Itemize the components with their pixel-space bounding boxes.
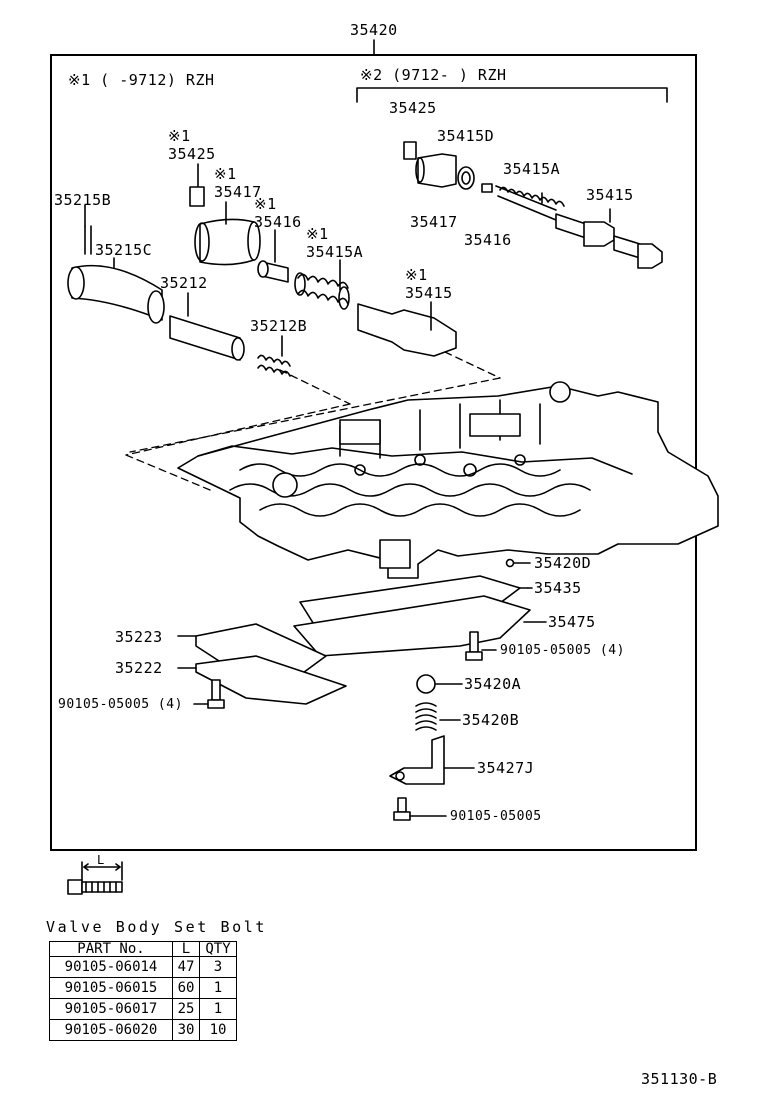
bolt-table-title: Valve Body Set Bolt <box>46 918 267 936</box>
assembly-number: 35420 <box>350 21 398 39</box>
diagram-frame <box>50 54 697 851</box>
bolt-right <box>465 631 497 661</box>
part-35417-l <box>199 218 255 266</box>
valve-body-35420 <box>177 381 719 579</box>
label-35435: 35435 <box>534 579 582 597</box>
mark-1-d: ※1 <box>306 225 329 243</box>
part-35425-r <box>403 141 417 160</box>
cell-length: 25 <box>172 998 200 1020</box>
label-35212: 35212 <box>160 274 208 292</box>
label-35215c: 35215C <box>95 241 153 259</box>
cell-qty: 1 <box>199 998 237 1020</box>
cell-qty: 1 <box>199 977 237 999</box>
table-row: 90105-06017 25 1 <box>49 998 237 1020</box>
part-35427j-bracket <box>389 735 445 785</box>
label-35427j: 35427J <box>477 759 535 777</box>
part-35415-r <box>583 221 615 247</box>
label-35420b: 35420B <box>462 711 520 729</box>
label-35222: 35222 <box>115 659 163 677</box>
header-length: L <box>172 941 200 957</box>
right-valve-group <box>403 141 663 269</box>
group2-bracket <box>356 87 668 103</box>
label-35415-r: 35415 <box>586 186 634 204</box>
part-35415a-l <box>297 273 349 289</box>
part-35212 <box>169 315 241 361</box>
label-35415a-r: 35415A <box>503 160 561 178</box>
cell-part-no: 90105-06014 <box>49 956 173 978</box>
table-row: 90105-06014 47 3 <box>49 956 237 978</box>
label-35417-l: 35417 <box>214 183 262 201</box>
part-35415a-spring <box>495 185 557 221</box>
part-35415d-r <box>457 166 475 190</box>
label-35420a: 35420A <box>464 675 522 693</box>
cell-length: 30 <box>172 1019 200 1041</box>
part-35417-r <box>417 153 457 188</box>
table-row: 90105-06015 60 1 <box>49 977 237 999</box>
label-bolt-bottom: 90105-05005 <box>450 809 542 824</box>
part-35420b-spring <box>415 702 437 731</box>
part-35420d <box>505 558 515 568</box>
alignment-guides <box>125 351 501 491</box>
mark-1-b: ※1 <box>214 165 237 183</box>
table-row: 90105-06020 30 10 <box>49 1019 237 1041</box>
bolt-gauge-drawing <box>67 861 123 895</box>
label-35215b: 35215B <box>54 191 112 209</box>
header-part-no: PART No. <box>49 941 173 957</box>
label-35475: 35475 <box>548 613 596 631</box>
cell-length: 47 <box>172 956 200 978</box>
mark-1-a: ※1 <box>168 127 191 145</box>
cell-part-no: 90105-06020 <box>49 1019 173 1041</box>
cell-part-no: 90105-06015 <box>49 977 173 999</box>
bolt-table-header-row: PART No. L QTY <box>49 941 237 957</box>
bolt-left <box>193 679 225 709</box>
cell-qty: 3 <box>199 956 237 978</box>
mark-1-c: ※1 <box>254 195 277 213</box>
mark-1-e: ※1 <box>405 266 428 284</box>
part-35420a-ball <box>416 674 436 694</box>
drawing-reference-number: 351130-B <box>641 1070 718 1088</box>
label-35425-r: 35425 <box>389 99 437 117</box>
bolt-bottom <box>393 797 447 821</box>
label-35212b: 35212B <box>250 317 308 335</box>
label-35223: 35223 <box>115 628 163 646</box>
label-35416-l: 35416 <box>254 213 302 231</box>
left-valve-group <box>67 163 457 377</box>
note-group2: ※2 (9712- ) RZH <box>360 66 507 84</box>
header-qty: QTY <box>199 941 237 957</box>
label-35416-r: 35416 <box>464 231 512 249</box>
label-35415-l: 35415 <box>405 284 453 302</box>
cell-qty: 10 <box>199 1019 237 1041</box>
bolt-length-label: L <box>97 853 105 867</box>
label-35417-r: 35417 <box>410 213 458 231</box>
label-35420d: 35420D <box>534 554 592 572</box>
part-35215c <box>71 264 163 321</box>
cell-part-no: 90105-06017 <box>49 998 173 1020</box>
label-bolt-left: 90105-05005 (4) <box>58 697 183 712</box>
label-35415d: 35415D <box>437 127 495 145</box>
part-35415-l <box>357 303 457 357</box>
cell-length: 60 <box>172 977 200 999</box>
label-35415a-l: 35415A <box>306 243 364 261</box>
label-bolt-right: 90105-05005 (4) <box>500 643 625 658</box>
label-35425-l: 35425 <box>168 145 216 163</box>
note-group1: ※1 ( -9712) RZH <box>68 71 215 89</box>
bolt-table: PART No. L QTY 90105-06014 47 3 90105-06… <box>49 941 237 1041</box>
part-35416-r <box>481 183 493 193</box>
part-35425-l <box>189 186 205 207</box>
part-35222-plate <box>195 655 347 705</box>
